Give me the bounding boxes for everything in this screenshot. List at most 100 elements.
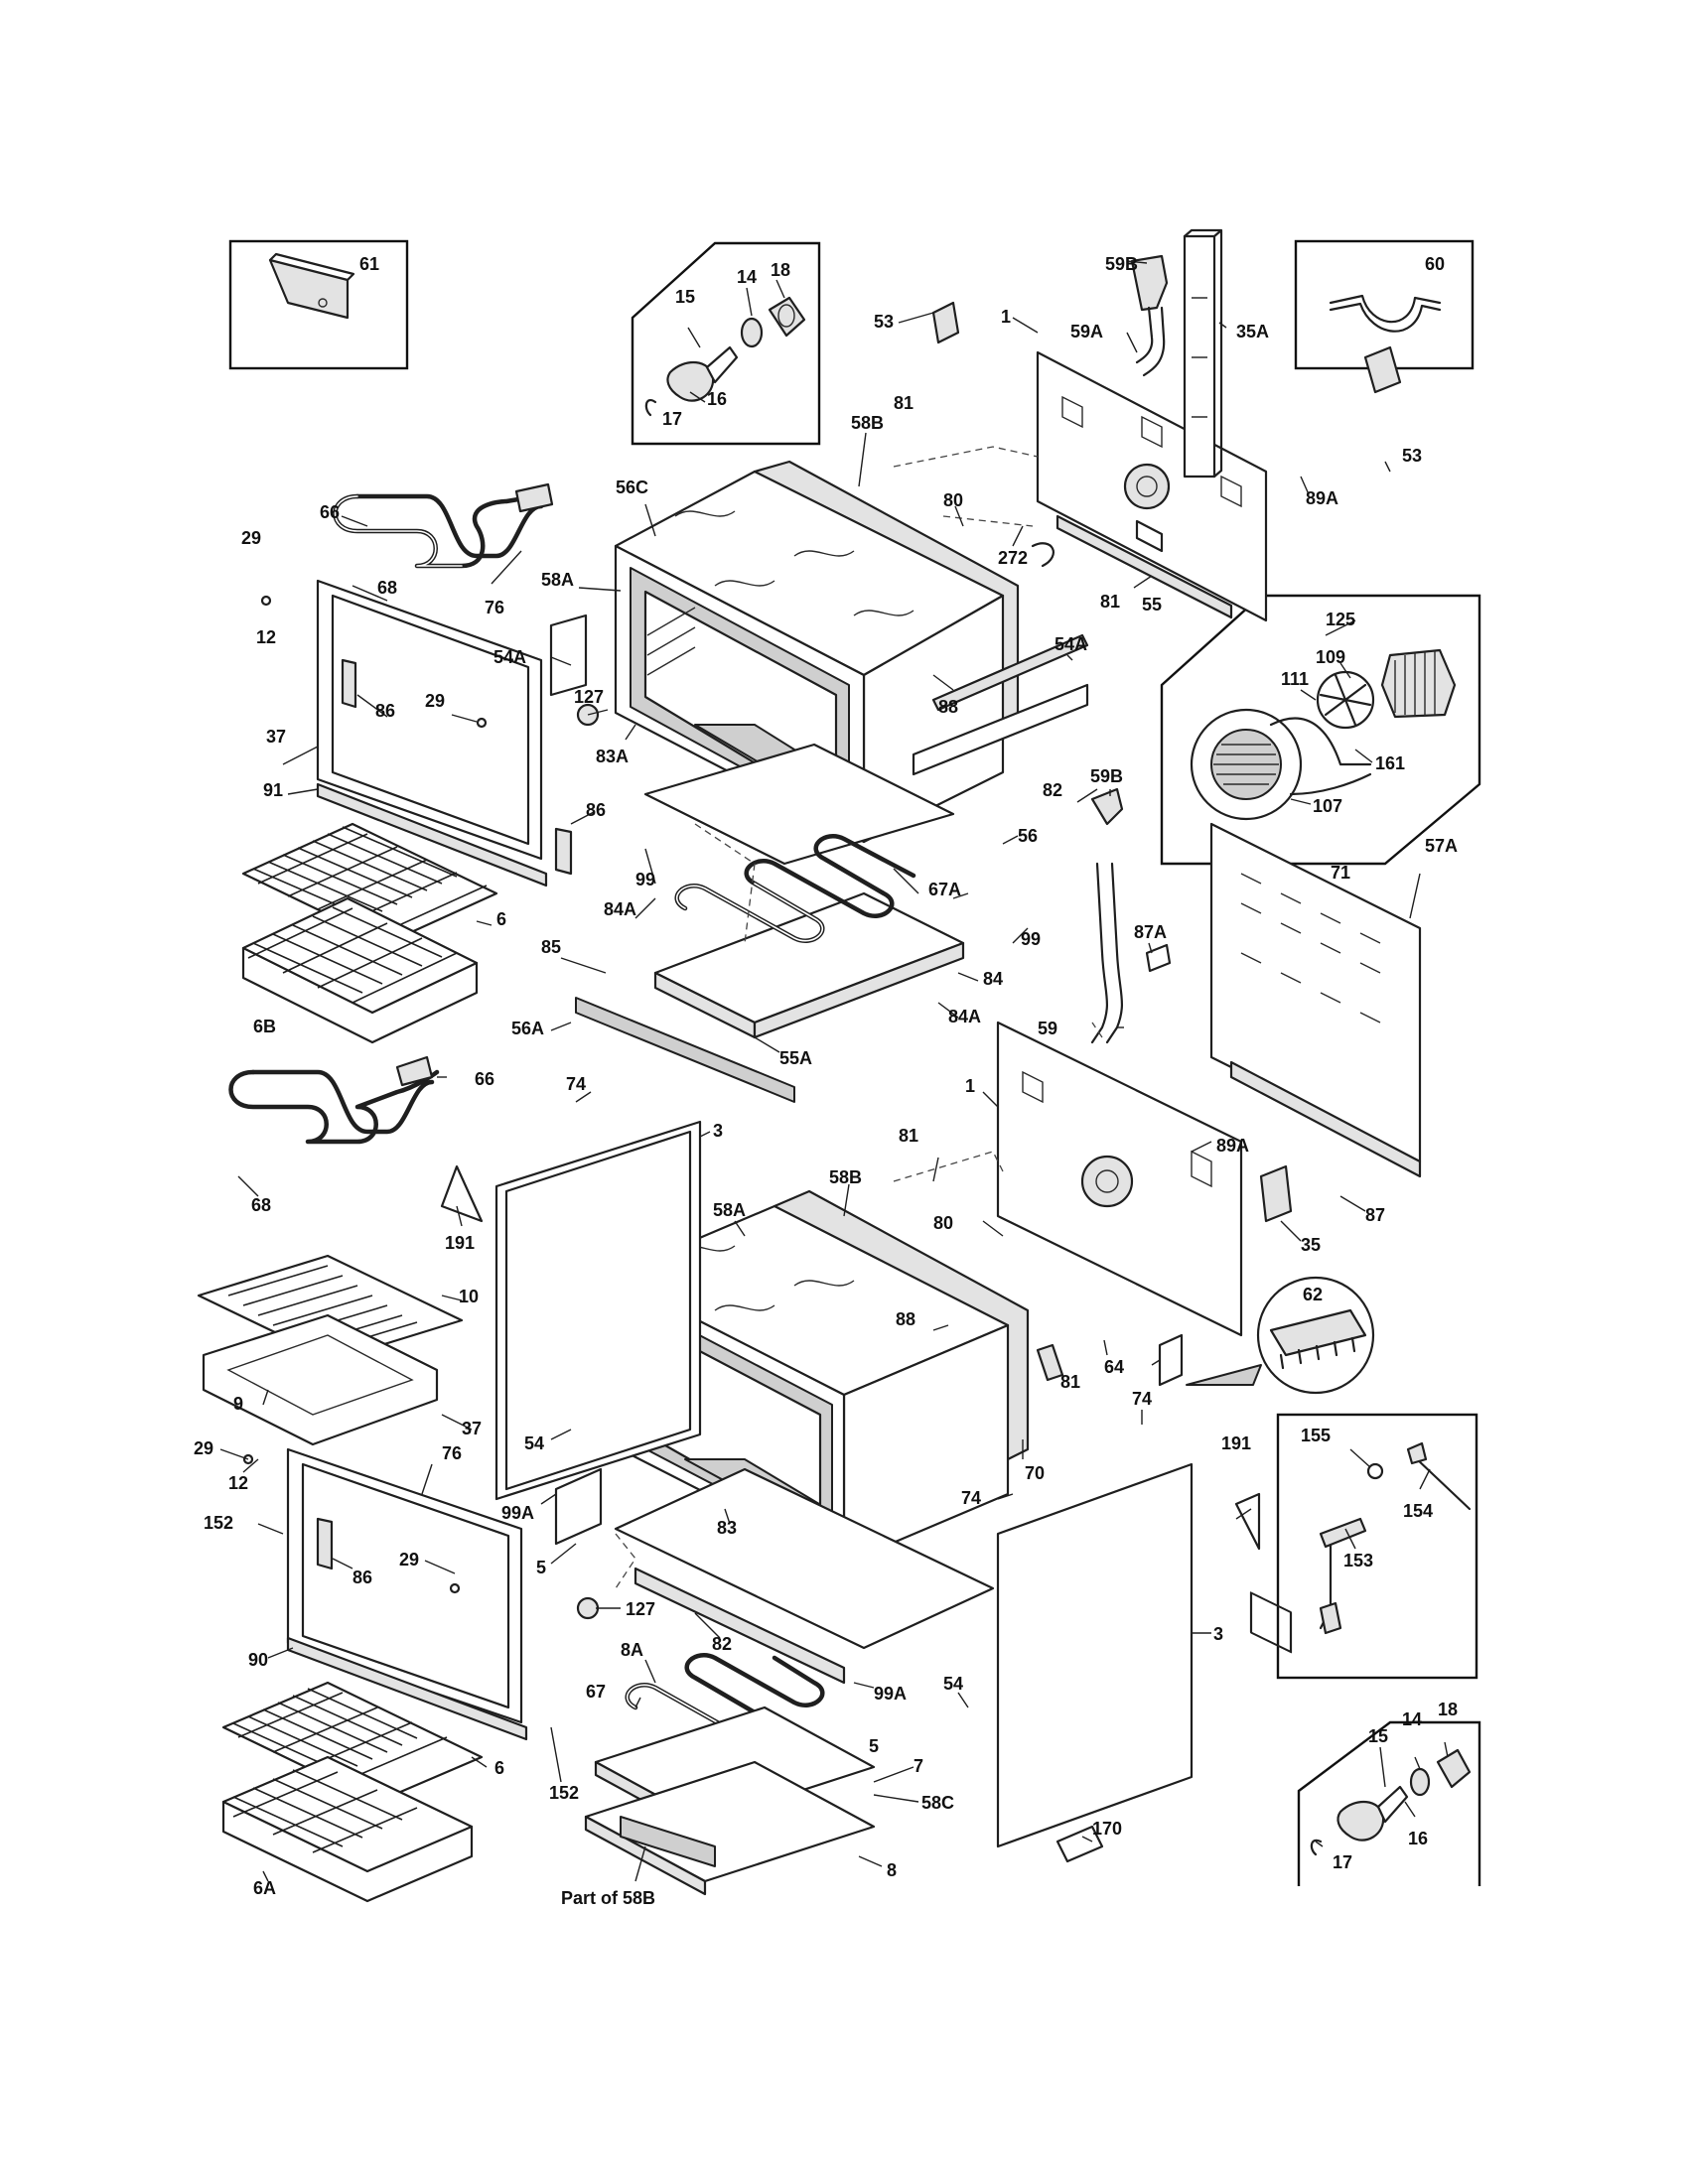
callout-6B: 6B <box>253 1017 276 1036</box>
callout-55: 55 <box>1142 595 1162 614</box>
inset-box-bulb-assembly-top <box>631 241 821 446</box>
callout-35: 35 <box>1301 1235 1321 1255</box>
callout-35A: 35A <box>1236 322 1269 341</box>
callout-109: 109 <box>1316 647 1345 667</box>
callout-56A: 56A <box>511 1019 544 1038</box>
callout-8A: 8A <box>621 1640 643 1660</box>
callout-1-top: 1 <box>1001 307 1011 327</box>
callout-15-low: 15 <box>1368 1726 1388 1746</box>
callout-54A-right: 54A <box>1055 634 1087 654</box>
callout-17-low: 17 <box>1333 1852 1352 1872</box>
callout-84A-bot: 84A <box>948 1007 981 1026</box>
vent-tube-59 <box>1090 787 1124 1044</box>
leader-lines <box>219 260 1449 1882</box>
inset-box-terminal-block-62 <box>1186 1276 1375 1395</box>
callout-59B-top: 59B <box>1105 254 1138 274</box>
callout-127-low: 127 <box>626 1599 655 1619</box>
callout-58B-mid: 58B <box>829 1167 862 1187</box>
callout-84A-top: 84A <box>604 899 636 919</box>
inset-box-bracket-61 <box>228 239 409 370</box>
callout-29-low2: 29 <box>399 1550 419 1570</box>
lower-oven-door-76 <box>286 1447 523 1724</box>
callout-99-right: 99 <box>1021 929 1041 949</box>
callout-99-left: 99 <box>635 870 655 889</box>
callout-18-top: 18 <box>771 260 790 280</box>
callout-5-left: 5 <box>536 1558 546 1577</box>
callout-labels: 61 60 59B 35A 59A 1 89A 53 53 18 14 15 1… <box>194 254 1458 1908</box>
callout-272: 272 <box>998 548 1028 568</box>
callout-87A: 87A <box>1134 922 1167 942</box>
callout-74-top: 74 <box>566 1074 586 1094</box>
callout-111: 111 <box>1281 669 1309 689</box>
callout-76-top: 76 <box>485 598 504 617</box>
callout-3-left: 3 <box>713 1121 723 1141</box>
callout-67: 67 <box>586 1682 606 1702</box>
callout-14-top: 14 <box>737 267 757 287</box>
callout-86-mid: 86 <box>586 800 606 820</box>
vent-duct-35A <box>1183 228 1223 478</box>
callout-80-top: 80 <box>943 490 963 510</box>
lower-back-panel <box>996 1021 1243 1337</box>
lower-rack-6A <box>221 1755 474 1903</box>
callout-7: 7 <box>914 1756 923 1776</box>
misc-small-parts <box>242 301 1402 1863</box>
rear-cover-71 <box>1209 822 1422 1654</box>
callout-76-low: 76 <box>442 1443 462 1463</box>
upper-broil-element-66 <box>333 482 554 569</box>
inset-box-bulb-assembly-bottom <box>1297 1720 1481 1886</box>
callout-54-right: 54 <box>943 1674 963 1694</box>
callout-191-left: 191 <box>445 1233 475 1253</box>
callout-29-mid: 29 <box>425 691 445 711</box>
callout-6-top: 6 <box>496 909 506 929</box>
callout-58A-top: 58A <box>541 570 574 590</box>
callout-59A: 59A <box>1070 322 1103 341</box>
callout-91: 91 <box>263 780 283 800</box>
callout-6A: 6A <box>253 1878 276 1898</box>
callout-58B-top: 58B <box>851 413 884 433</box>
callout-37-mid: 37 <box>462 1419 482 1438</box>
callout-85: 85 <box>541 937 561 957</box>
callout-5-right: 5 <box>869 1736 879 1756</box>
callout-8: 8 <box>887 1860 897 1880</box>
upper-rack-6B <box>241 896 479 1044</box>
callout-56: 56 <box>1018 826 1038 846</box>
callout-17-top: 17 <box>662 409 682 429</box>
callout-60: 60 <box>1425 254 1445 274</box>
callout-107: 107 <box>1313 796 1342 816</box>
lower-bake-element-and-covers <box>584 1653 876 1896</box>
lower-oven-bottom-rail-90 <box>286 1636 528 1741</box>
callout-81-mid: 81 <box>1100 592 1120 612</box>
callout-81-top: 81 <box>894 393 914 413</box>
callout-71: 71 <box>1331 863 1350 883</box>
callout-125: 125 <box>1326 610 1355 629</box>
callout-68-mid: 68 <box>251 1195 271 1215</box>
upper-oven-bottom-rail-91 <box>316 782 548 887</box>
callout-86-low: 86 <box>352 1568 372 1587</box>
callout-87: 87 <box>1365 1205 1385 1225</box>
vent-tube-59A-59B <box>1130 254 1169 377</box>
callout-67A: 67A <box>928 880 961 899</box>
callout-82-low: 82 <box>712 1634 732 1654</box>
callout-66-mid: 66 <box>475 1069 494 1089</box>
callout-55A: 55A <box>779 1048 812 1068</box>
lower-frame-door-panel-3 <box>494 1120 702 1501</box>
callout-170: 170 <box>1092 1819 1122 1839</box>
broil-element-66-mid <box>228 1055 440 1145</box>
callout-14-low: 14 <box>1402 1709 1422 1729</box>
dashed-guide-lines <box>615 446 1103 1589</box>
callout-154: 154 <box>1403 1501 1433 1521</box>
callout-54-left: 54 <box>524 1433 544 1453</box>
callout-16-low: 16 <box>1408 1829 1428 1848</box>
callout-81-right: 81 <box>1060 1372 1080 1392</box>
inset-box-fan-assembly <box>1160 594 1481 866</box>
callout-62: 62 <box>1303 1285 1323 1304</box>
callout-12-top: 12 <box>256 627 276 647</box>
callout-16-top: 16 <box>707 389 727 409</box>
callout-61: 61 <box>359 254 379 274</box>
callout-80-mid: 80 <box>933 1213 953 1233</box>
callout-12-low: 12 <box>228 1473 248 1493</box>
callout-74-right: 74 <box>1132 1389 1152 1409</box>
upper-oven-door-76 <box>316 579 573 876</box>
callout-161: 161 <box>1375 753 1405 773</box>
